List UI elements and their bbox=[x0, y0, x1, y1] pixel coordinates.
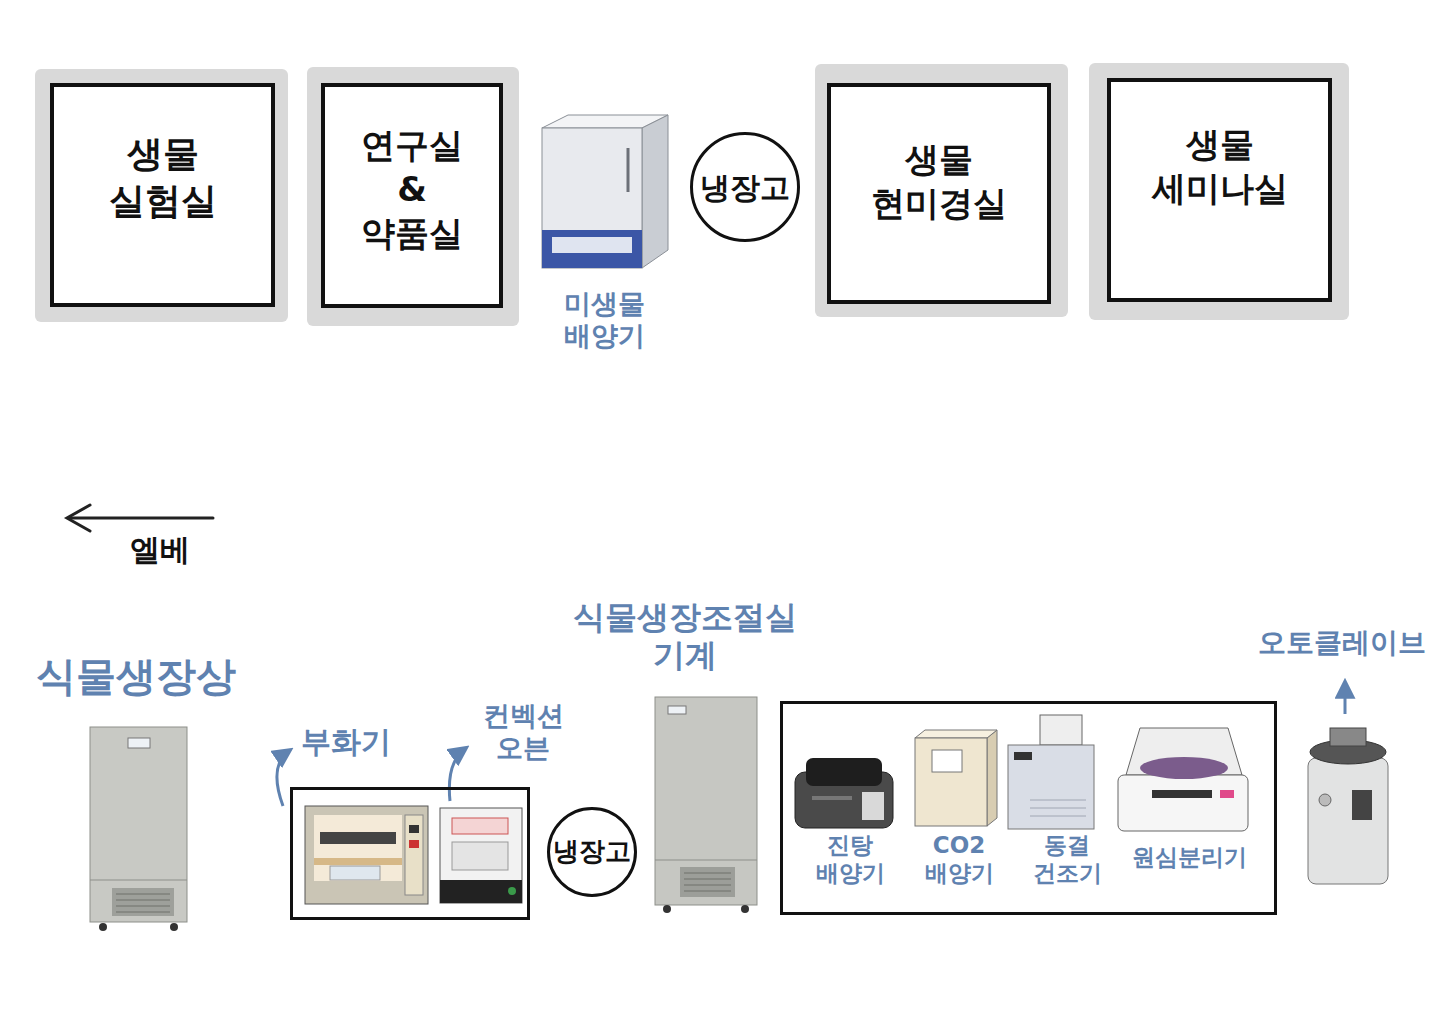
plant-chamber-figure bbox=[90, 727, 187, 931]
elevator-arrow bbox=[67, 505, 90, 531]
callout-arrow bbox=[277, 750, 290, 806]
growth-machine-figure bbox=[668, 706, 686, 714]
microbe-incubator-figure bbox=[542, 128, 642, 268]
centrifuge-figure bbox=[1220, 790, 1234, 798]
plant-chamber-figure bbox=[116, 894, 170, 912]
equipment-label: 부화기 bbox=[301, 724, 391, 760]
room-box: 생물 세미나실 bbox=[1107, 78, 1332, 302]
microbe-incubator-figure bbox=[552, 237, 632, 253]
equipment-label: CO2 배양기 bbox=[911, 832, 1007, 887]
equipment-label: 식물생장조절실 기계 bbox=[563, 598, 807, 675]
shaking-incubator-figure bbox=[795, 758, 893, 828]
room-frame bbox=[35, 69, 288, 322]
freeze-dryer-figure bbox=[1014, 752, 1032, 760]
centrifuge-figure bbox=[1118, 775, 1248, 831]
oven-figure bbox=[440, 808, 522, 903]
microbe-incubator-figure bbox=[542, 115, 668, 268]
co2-incubator-figure bbox=[932, 750, 962, 772]
equipment-label: 미생물 배양기 bbox=[536, 288, 672, 353]
oven-figure bbox=[508, 887, 516, 895]
microbe-incubator-figure bbox=[627, 148, 630, 192]
elevator-arrow bbox=[69, 517, 213, 520]
room-name: 냉장고 bbox=[553, 835, 631, 869]
autoclave-figure bbox=[1352, 790, 1372, 820]
plant-chamber-figure bbox=[112, 888, 174, 916]
room-name: 생물 현미경실 bbox=[859, 137, 1019, 225]
shaking-incubator-figure bbox=[806, 758, 882, 786]
hatcher-figure bbox=[405, 815, 423, 895]
plant-chamber-figure bbox=[90, 727, 187, 922]
elevator-arrow bbox=[67, 505, 213, 531]
equipment-box: 부화기컨벡션 오븐 bbox=[290, 787, 530, 920]
equipment-label: 원심분리기 bbox=[1119, 844, 1259, 872]
room-frame bbox=[1089, 63, 1349, 320]
hatcher-figure bbox=[314, 858, 402, 865]
centrifuge-figure bbox=[1118, 728, 1248, 831]
room-frame bbox=[815, 64, 1068, 317]
equipment-label: 진탕 배양기 bbox=[805, 832, 895, 887]
autoclave-figure bbox=[1308, 758, 1388, 884]
hatcher-figure bbox=[330, 866, 380, 880]
co2-incubator-figure bbox=[915, 730, 997, 738]
callout-arrow bbox=[1344, 682, 1347, 714]
freeze-dryer-figure bbox=[1030, 800, 1086, 816]
oven-figure bbox=[440, 808, 522, 903]
equipment-label: 동결 건조기 bbox=[1019, 832, 1115, 887]
growth-machine-figure bbox=[655, 860, 757, 861]
equipment-label: 오토클레이브 bbox=[1254, 626, 1430, 660]
room-frame bbox=[35, 63, 1349, 326]
autoclave-figure bbox=[1319, 794, 1331, 806]
co2-incubator-figure bbox=[915, 738, 987, 826]
autoclave-figure bbox=[1308, 728, 1388, 884]
plant-chamber-figure bbox=[170, 923, 178, 931]
hatcher-figure bbox=[409, 840, 419, 848]
freeze-dryer-figure bbox=[1040, 715, 1082, 745]
room-name: 연구실 & 약품실 bbox=[357, 123, 467, 256]
room-name: 냉장고 bbox=[700, 168, 790, 207]
hatcher-figure bbox=[314, 815, 402, 881]
growth-machine-figure bbox=[655, 697, 757, 913]
room-frame bbox=[307, 67, 519, 326]
shaking-incubator-figure bbox=[812, 796, 852, 800]
hatcher-figure bbox=[409, 825, 419, 833]
plant-chamber-figure bbox=[128, 738, 150, 748]
equipment-label: 컨벡션 오븐 bbox=[473, 700, 573, 765]
oven-figure bbox=[452, 842, 508, 870]
plant-chamber-figure bbox=[90, 880, 187, 881]
room-name: 생물 세미나실 bbox=[1140, 122, 1300, 210]
hatcher-figure bbox=[305, 806, 428, 904]
room-box: 생물 실험실 bbox=[50, 83, 275, 307]
freeze-dryer-figure bbox=[1008, 715, 1094, 829]
autoclave-figure bbox=[1330, 728, 1366, 746]
equipment-box: 진탕 배양기 CO2 배양기동결 건조기원심분리기 bbox=[780, 701, 1277, 915]
growth-machine-figure bbox=[663, 905, 671, 913]
oven-figure bbox=[452, 818, 508, 834]
microbe-incubator-figure bbox=[542, 230, 642, 268]
centrifuge-figure bbox=[1152, 790, 1212, 798]
microbe-incubator-figure bbox=[642, 115, 668, 268]
room-name: 생물 실험실 bbox=[98, 131, 228, 225]
growth-machine-figure bbox=[741, 905, 749, 913]
plant-chamber-figure bbox=[99, 923, 107, 931]
co2-incubator-figure bbox=[915, 730, 997, 826]
growth-machine-figure bbox=[680, 867, 735, 897]
room-box: 생물 현미경실 bbox=[827, 83, 1051, 304]
room-box: 연구실 & 약품실 bbox=[321, 83, 503, 308]
growth-machine-figure bbox=[655, 697, 757, 905]
hatcher-figure bbox=[320, 832, 396, 844]
fridge-circle: 냉장고 bbox=[547, 807, 637, 897]
growth-machine-figure bbox=[684, 873, 731, 891]
equipment-label: 식물생장상 bbox=[36, 652, 236, 700]
co2-incubator-figure bbox=[987, 730, 997, 826]
direction-label: 엘베 bbox=[118, 532, 202, 568]
oven-figure bbox=[440, 880, 522, 903]
centrifuge-figure bbox=[1140, 757, 1228, 779]
hatcher-figure bbox=[305, 806, 428, 904]
callout-arrow bbox=[449, 748, 466, 801]
fridge-circle: 냉장고 bbox=[690, 132, 800, 242]
shaking-incubator-figure bbox=[862, 792, 884, 820]
freeze-dryer-figure bbox=[1008, 745, 1094, 829]
